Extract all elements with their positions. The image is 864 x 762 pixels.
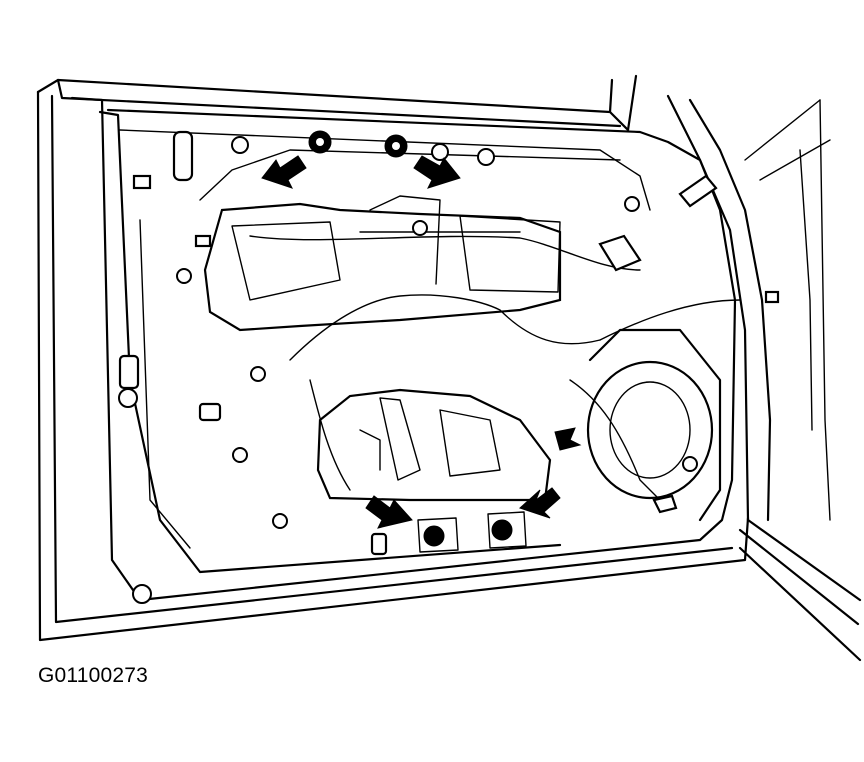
callout-arrows [261, 155, 582, 529]
arrow-upper-left [261, 155, 307, 189]
fastener-bolts [308, 130, 527, 553]
figure-id-label: G01100273 [38, 664, 149, 687]
upper-access-opening [203, 195, 562, 332]
arrow-lower-right [519, 487, 561, 519]
inner-panel [70, 96, 737, 602]
wire-harness [249, 235, 741, 501]
arrow-mid-right [554, 427, 582, 451]
lower-access-opening [316, 388, 552, 502]
speaker-housing [586, 328, 722, 522]
door-frame [36, 74, 862, 662]
mounting-holes [118, 136, 698, 604]
arrow-lower-left [365, 495, 413, 529]
clips-and-brackets [118, 130, 780, 556]
arrow-upper-right [413, 155, 461, 189]
